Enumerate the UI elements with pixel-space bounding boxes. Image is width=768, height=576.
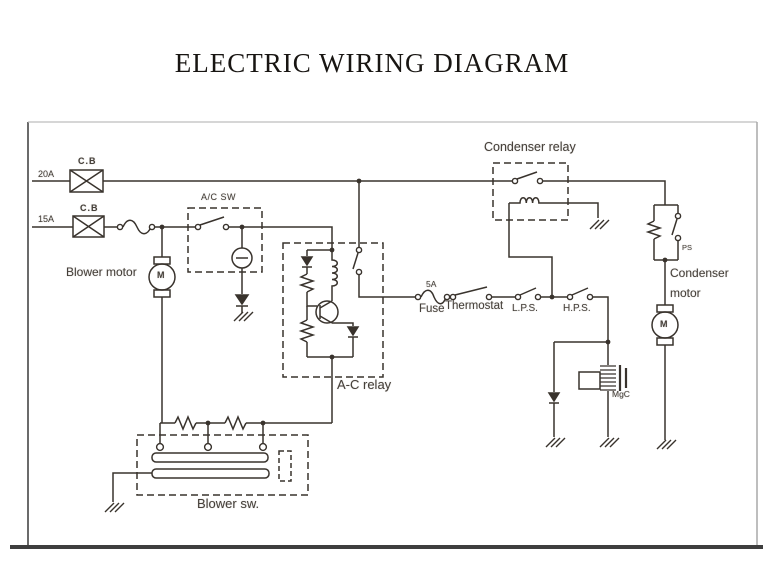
cb2-amperage-label: 15A: [38, 214, 55, 224]
fuse-label: Fuse: [419, 303, 445, 315]
hps-label: H.P.S.: [563, 303, 591, 314]
blower-switch-label: Blower sw.: [197, 496, 260, 511]
condenser-motor-m-label: M: [660, 319, 668, 329]
hps-switch: [571, 287, 589, 296]
lps-label: L.P.S.: [512, 303, 538, 314]
diagram-frame: [10, 121, 763, 549]
circuit-breaker-1: [69, 169, 104, 193]
fuse-amperage-label: 5A: [426, 279, 437, 289]
wiring-lines: [32, 162, 679, 513]
cb1-amperage-label: 20A: [38, 169, 55, 179]
cb2-label: C.B: [80, 203, 99, 213]
condenser-relay-box: [492, 162, 599, 297]
ac-switch-label: A/C SW: [201, 192, 237, 202]
condenser-relay-label: Condenser relay: [484, 140, 576, 154]
junction-dots: [159, 178, 668, 426]
cb1-label: C.B: [78, 156, 97, 166]
ac-relay-label: A-C relay: [337, 377, 392, 392]
terminals: [116, 177, 682, 452]
thermostat-label: Thermostat: [445, 300, 504, 312]
fuse-symbol: [420, 289, 447, 305]
ac-relay-box: [282, 181, 418, 423]
ac-switch-box: [187, 207, 263, 313]
condenser-motor-branch: [645, 204, 679, 440]
fusible-link-symbol: [122, 219, 152, 235]
thermostat-switch: [454, 286, 488, 296]
page-title: ELECTRIC WIRING DIAGRAM: [174, 48, 570, 78]
magnetic-clutch: [547, 341, 628, 437]
blower-motor-m-label: M: [157, 270, 165, 280]
blower-motor-label: Blower motor: [66, 265, 137, 279]
condenser-motor-label: Condenser motor: [670, 266, 729, 301]
lps-switch: [519, 287, 537, 296]
circuit-breaker-2: [72, 215, 105, 238]
ground-symbols: [104, 219, 677, 513]
blower-switch-box: [112, 434, 309, 502]
magnetic-clutch-label: MgC: [612, 389, 630, 399]
blower-motor-symbol: [148, 227, 176, 423]
ps-label: PS: [682, 243, 693, 252]
blower-resistors: [159, 415, 332, 443]
